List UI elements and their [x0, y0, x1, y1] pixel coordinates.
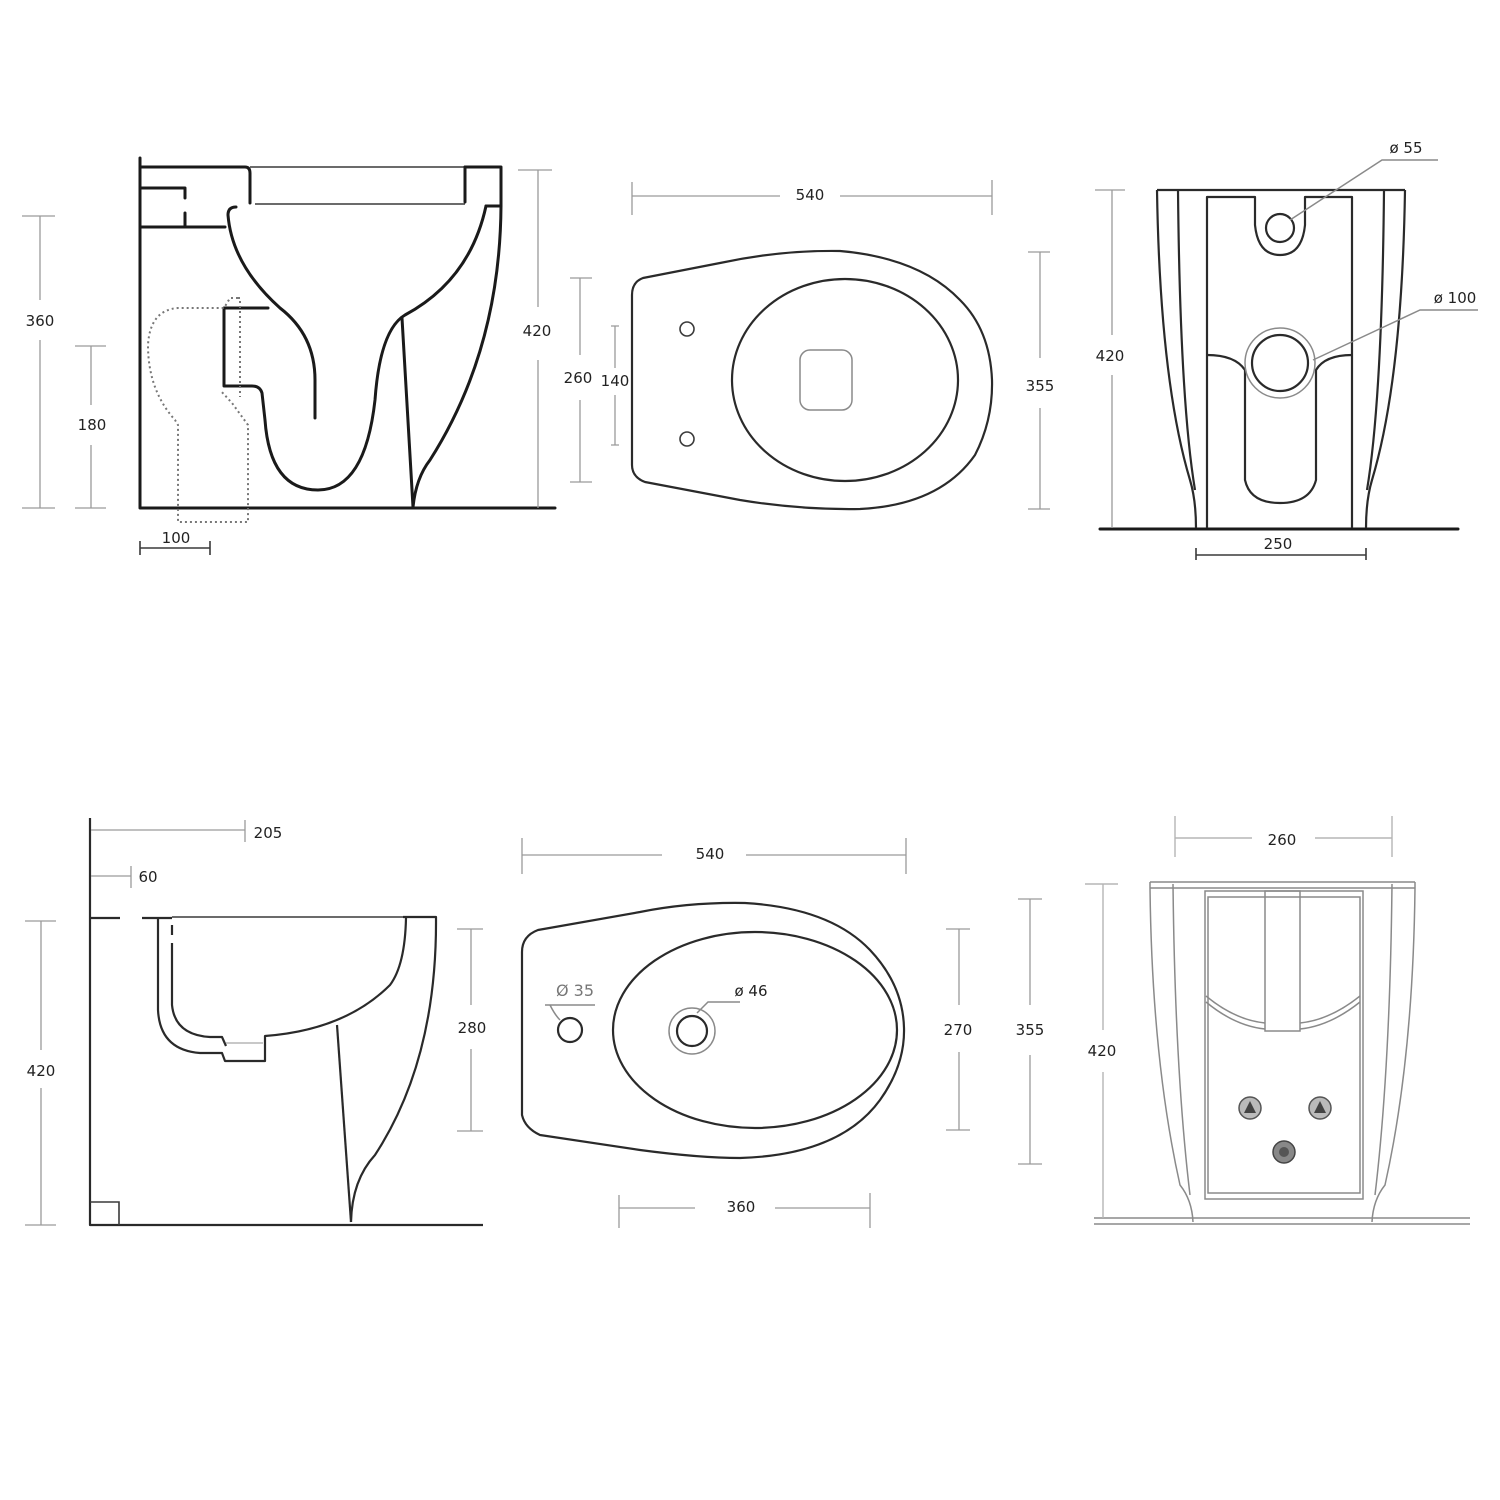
- wc-seat-fixing-hole-top: [679, 321, 695, 337]
- bidet-drain-ring: [668, 1007, 716, 1055]
- wc-outlet-ring: [1244, 327, 1316, 399]
- valve-icon-right: [1308, 1096, 1332, 1120]
- wc-plan-view: 540 260 140 355: [564, 180, 1055, 511]
- bidet-side-dim-205: 205: [254, 824, 283, 842]
- wc-plan-dim-540: 540: [796, 186, 825, 204]
- wc-side-dim-420: 420: [523, 322, 552, 340]
- wc-side-dim-180: 180: [78, 416, 107, 434]
- bidet-rear-dim-420: 420: [1088, 1042, 1117, 1060]
- wc-seat-fixing-hole-bottom: [679, 431, 695, 447]
- valve-icon-left: [1238, 1096, 1262, 1120]
- wc-outlet-hole: [1250, 333, 1310, 393]
- wc-rear-inlet-diameter: ø 55: [1389, 139, 1422, 157]
- bidet-side-dim-280: 280: [458, 1019, 487, 1037]
- bidet-rear-dim-260: 260: [1268, 831, 1297, 849]
- wc-inlet-hole: [1264, 212, 1296, 244]
- wc-rear-dim-420: 420: [1096, 347, 1125, 365]
- bidet-drain-diameter: ø 46: [734, 982, 767, 1000]
- wc-rear-dim-250: 250: [1264, 535, 1293, 553]
- bidet-side-dim-420: 420: [27, 1062, 56, 1080]
- bidet-side-dim-60: 60: [138, 868, 157, 886]
- wc-side-dim-100: 100: [162, 529, 191, 547]
- wc-rear-outlet-diameter: ø 100: [1434, 289, 1477, 307]
- bidet-drain-hole: [675, 1014, 709, 1048]
- wc-plan-dim-355: 355: [1026, 377, 1055, 395]
- bidet-side-view: 205 60 420 280: [25, 818, 487, 1227]
- bidet-plan-dim-270: 270: [944, 1021, 973, 1039]
- bidet-plan-dim-360: 360: [727, 1198, 756, 1216]
- bidet-tap-hole-diameter: Ø 35: [556, 981, 594, 1000]
- wc-plan-dim-260: 260: [564, 369, 593, 387]
- wc-rear-view: ø 55 ø 100 420 250: [1095, 139, 1478, 560]
- valve-icon-bottom: [1272, 1140, 1296, 1164]
- bidet-tap-hole: [556, 1016, 584, 1044]
- bidet-plan-dim-355: 355: [1016, 1021, 1045, 1039]
- wc-side-dim-360: 360: [26, 312, 55, 330]
- bidet-plan-view: Ø 35 ø 46 540 270 355 360: [520, 838, 1045, 1228]
- bidet-rear-view: 260 420: [1085, 816, 1470, 1225]
- wc-plan-dim-140: 140: [601, 372, 630, 390]
- wc-side-view: 360 180 420 100: [22, 156, 557, 555]
- bidet-plan-dim-540: 540: [696, 845, 725, 863]
